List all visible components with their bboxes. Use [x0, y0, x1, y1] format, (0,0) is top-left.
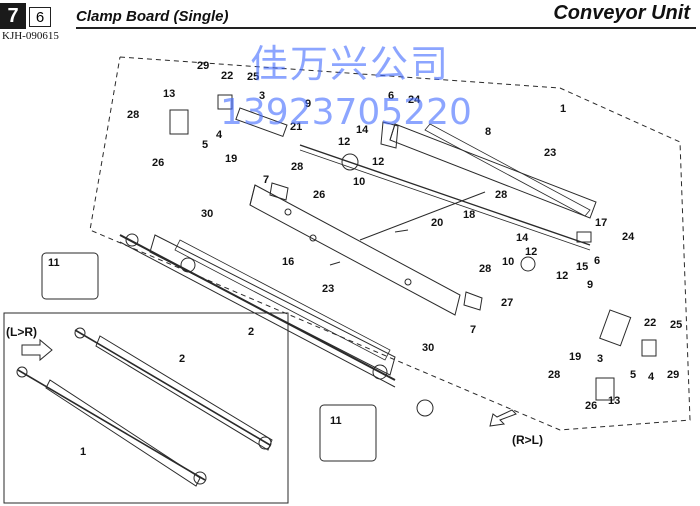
detail-box-11-right: [319, 404, 377, 462]
callout-30b: 30: [422, 342, 434, 354]
part-10-hub-right: [520, 256, 536, 272]
callout-13: 13: [163, 88, 175, 100]
unit-title: Conveyor Unit: [553, 2, 690, 24]
callout-6b: 6: [594, 255, 600, 267]
callout-18: 18: [463, 209, 475, 221]
callout-5: 5: [202, 139, 208, 151]
assembly-boundary: [89, 56, 691, 431]
bracket-7-bottom: [463, 291, 483, 311]
bar-18: [299, 144, 591, 246]
callout-12d: 12: [556, 270, 568, 282]
callout-10b: 10: [502, 256, 514, 268]
plate-8: [424, 123, 591, 217]
callout-26c: 26: [585, 400, 597, 412]
callout-12b: 12: [372, 156, 384, 168]
bracket-7-top: [269, 182, 289, 201]
part-3-cylinder-right: [599, 309, 632, 347]
label-left-to-right: (L>R): [6, 325, 37, 339]
callout-4: 4: [216, 129, 223, 141]
callout-24: 24: [408, 94, 421, 106]
callout-17: 17: [595, 217, 607, 229]
callout-2: 2: [248, 326, 254, 338]
callout-14: 14: [356, 124, 369, 136]
callout-19b: 19: [569, 351, 581, 363]
callout-7: 7: [263, 174, 269, 186]
part-17-block: [576, 231, 592, 243]
callout-14b: 14: [516, 232, 529, 244]
detail-box-11-left: [41, 252, 99, 300]
inset-box: [3, 312, 289, 504]
callout-5b: 5: [630, 369, 636, 381]
callout-25: 25: [247, 71, 259, 83]
callout-3: 3: [259, 90, 265, 102]
part-13-plate: [169, 109, 189, 135]
callout-1b: 1: [80, 446, 86, 458]
callout-28: 28: [127, 109, 139, 121]
part-22-block-right: [641, 339, 657, 357]
callout-27: 27: [501, 297, 513, 309]
callout-1: 1: [560, 103, 566, 115]
callout-29: 29: [197, 60, 209, 72]
callout-28e: 28: [548, 369, 560, 381]
part-22-block: [217, 94, 233, 110]
callout-9b: 9: [587, 279, 593, 291]
callout-10: 10: [353, 176, 365, 188]
callout-12: 12: [338, 136, 350, 148]
part-13-plate-right: [595, 377, 615, 401]
callout-28d: 28: [479, 263, 491, 275]
conveyor-shaft: [119, 234, 396, 381]
callout-30: 30: [201, 208, 213, 220]
callout-15: 15: [576, 261, 588, 273]
section-number-box: 7: [0, 3, 26, 29]
callout-20: 20: [431, 217, 443, 229]
callout-26: 26: [152, 157, 164, 169]
part-3-cylinder: [235, 107, 288, 138]
callout-23: 23: [544, 147, 556, 159]
callout-28b: 28: [291, 161, 303, 173]
callout-12c: 12: [525, 246, 537, 258]
part-10-hub: [341, 153, 359, 171]
arrow-right-to-left: [489, 409, 517, 427]
page-title: Clamp Board (Single): [76, 8, 229, 25]
label-right-to-left: (R>L): [512, 433, 543, 447]
callout-4b: 4: [648, 371, 655, 383]
subsection-number-box: 6: [29, 7, 51, 27]
callout-28c: 28: [495, 189, 507, 201]
callout-11: 11: [48, 257, 60, 269]
arrow-left-to-right: [21, 338, 53, 362]
callout-19: 19: [225, 153, 237, 165]
callout-26b: 26: [313, 189, 325, 201]
callout-22b: 22: [644, 317, 656, 329]
callout-25b: 25: [670, 319, 682, 331]
callout-8: 8: [485, 126, 491, 138]
header-rule: [76, 27, 696, 29]
callout-3b: 3: [597, 353, 603, 365]
callout-2b: 2: [179, 353, 185, 365]
callout-24b: 24: [622, 231, 635, 243]
callout-13b: 13: [608, 395, 620, 407]
clamp-board-2: [149, 234, 396, 376]
plate-16: [249, 184, 461, 316]
callout-6: 6: [388, 90, 394, 102]
callout-16: 16: [282, 256, 294, 268]
callout-29b: 29: [667, 369, 679, 381]
rail-1: [389, 123, 597, 219]
document-code: KJH-090615: [2, 30, 59, 42]
callout-7b: 7: [470, 324, 476, 336]
inset-board-1: [45, 379, 201, 487]
callout-11b: 11: [330, 415, 342, 427]
callout-21: 21: [290, 121, 302, 133]
callout-9: 9: [305, 98, 311, 110]
part-14-bracket: [380, 121, 399, 149]
callout-23b: 23: [322, 283, 334, 295]
callout-22: 22: [221, 70, 233, 82]
